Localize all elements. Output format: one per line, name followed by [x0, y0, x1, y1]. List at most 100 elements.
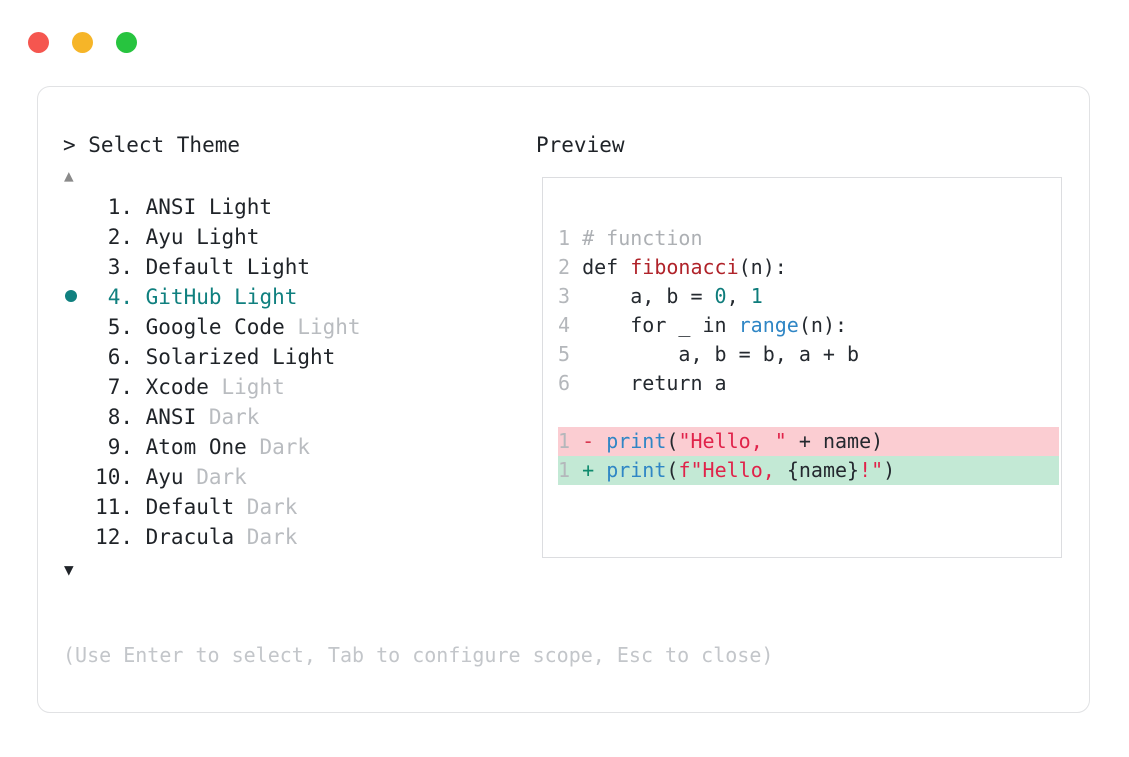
diff-line-number: 1: [558, 429, 571, 453]
theme-item-index: 7.: [95, 375, 133, 399]
code-token: + name): [786, 429, 884, 453]
code-token: 0: [714, 284, 727, 308]
code-line: 2 def fibonacci(n):: [558, 253, 1059, 282]
theme-item-variant: Dark: [234, 525, 298, 549]
code-token: def: [582, 255, 631, 279]
code-token: (n):: [738, 255, 787, 279]
code-token: (n):: [798, 313, 848, 337]
code-token: {name}: [786, 458, 860, 482]
theme-item-variant: Light: [284, 315, 361, 339]
diff-line-del: 1 - print("Hello, " + name): [558, 427, 1059, 456]
theme-item-index: 1.: [95, 195, 133, 219]
close-window-dot[interactable]: [28, 32, 49, 53]
theme-item-index: 9.: [95, 435, 133, 459]
theme-item-index: 4.: [95, 285, 133, 309]
theme-list-item[interactable]: 12. Dracula Dark: [63, 522, 543, 552]
code-token: ,: [726, 284, 751, 308]
theme-item-variant: Light: [234, 255, 311, 279]
code-line: 1 # function: [558, 224, 1059, 253]
theme-item-name: Solarized: [133, 345, 260, 369]
theme-item-index: 12.: [95, 525, 133, 549]
diff-marker-del: -: [582, 429, 595, 453]
theme-item-variant: Light: [221, 285, 298, 309]
theme-item-name: Default: [133, 255, 235, 279]
code-token: print: [606, 458, 667, 482]
code-token: "Hello, ": [678, 429, 787, 453]
scroll-up-icon[interactable]: ▲: [64, 166, 74, 185]
line-number: 1: [558, 226, 571, 250]
diff-gap: [594, 429, 606, 453]
code-token: # function: [582, 226, 703, 250]
theme-list-item[interactable]: 6. Solarized Light: [63, 342, 543, 372]
line-number-gap: [570, 226, 582, 250]
line-number: 2: [558, 255, 571, 279]
code-token: a, b =: [582, 284, 715, 308]
code-token: ): [883, 458, 896, 482]
code-token: (: [666, 429, 679, 453]
code-token: fibonacci: [630, 255, 739, 279]
line-number: 6: [558, 371, 571, 395]
preview-title: Preview: [536, 133, 625, 157]
theme-list-item[interactable]: 7. Xcode Light: [63, 372, 543, 402]
diff-line-add: 1 + print(f"Hello, {name}!"): [558, 456, 1059, 485]
picker-columns: > Select Theme ▲ 1. ANSI Light 2. Ayu Li…: [38, 87, 1089, 712]
theme-select-panel: > Select Theme ▲ 1. ANSI Light 2. Ayu Li…: [63, 133, 543, 580]
theme-list-item[interactable]: 9. Atom One Dark: [63, 432, 543, 462]
theme-item-variant: Light: [183, 225, 260, 249]
line-number-gap: [570, 371, 582, 395]
theme-list-item[interactable]: 11. Default Dark: [63, 492, 543, 522]
diff-gap: [570, 429, 582, 453]
code-token: 1: [750, 284, 763, 308]
theme-item-index: 11.: [95, 495, 133, 519]
theme-item-name: Xcode: [133, 375, 209, 399]
code-token: for _ in: [582, 313, 739, 337]
code-token: a, b = b, a + b: [582, 342, 860, 366]
line-number-gap: [570, 342, 582, 366]
theme-list-item[interactable]: 1. ANSI Light: [63, 192, 543, 222]
theme-item-index: 6.: [95, 345, 133, 369]
theme-item-variant: Dark: [196, 405, 260, 429]
line-number-gap: [570, 313, 582, 337]
theme-item-index: 2.: [95, 225, 133, 249]
theme-item-name: Google Code: [133, 315, 285, 339]
code-token: range: [738, 313, 799, 337]
theme-list-item[interactable]: 4. GitHub Light: [63, 282, 543, 312]
theme-item-name: Dracula: [133, 525, 235, 549]
code-token: f"Hello,: [678, 458, 787, 482]
theme-item-name: GitHub: [133, 285, 222, 309]
theme-list[interactable]: 1. ANSI Light 2. Ayu Light 3. Default Li…: [63, 192, 543, 552]
minimize-window-dot[interactable]: [72, 32, 93, 53]
theme-item-name: Ayu: [133, 465, 184, 489]
diff-line-number: 1: [558, 458, 571, 482]
code-line: 4 for _ in range(n):: [558, 311, 1059, 340]
selected-bullet-icon: [65, 290, 77, 302]
code-token: return a: [582, 371, 727, 395]
theme-item-name: Atom One: [133, 435, 247, 459]
theme-item-index: 3.: [95, 255, 133, 279]
theme-item-name: Default: [133, 495, 235, 519]
theme-item-index: 5.: [95, 315, 133, 339]
scroll-down-icon[interactable]: ▼: [64, 560, 74, 579]
theme-list-item[interactable]: 8. ANSI Dark: [63, 402, 543, 432]
theme-item-variant: Dark: [246, 435, 311, 459]
theme-list-item[interactable]: 5. Google Code Light: [63, 312, 543, 342]
theme-list-item[interactable]: 2. Ayu Light: [63, 222, 543, 252]
diff-marker-add: +: [582, 458, 595, 482]
diff-gap: [570, 458, 582, 482]
code-token: print: [606, 429, 667, 453]
theme-item-index: 8.: [95, 405, 133, 429]
theme-item-variant: Dark: [183, 465, 247, 489]
theme-item-name: ANSI: [133, 195, 197, 219]
window-titlebar: [0, 0, 1129, 86]
theme-item-variant: Dark: [234, 495, 298, 519]
theme-item-variant: Light: [208, 375, 285, 399]
theme-list-item[interactable]: 10. Ayu Dark: [63, 462, 543, 492]
theme-list-item[interactable]: 3. Default Light: [63, 252, 543, 282]
theme-item-name: Ayu: [133, 225, 184, 249]
code-line: 6 return a: [558, 369, 1059, 398]
maximize-window-dot[interactable]: [116, 32, 137, 53]
code-token: (: [666, 458, 679, 482]
